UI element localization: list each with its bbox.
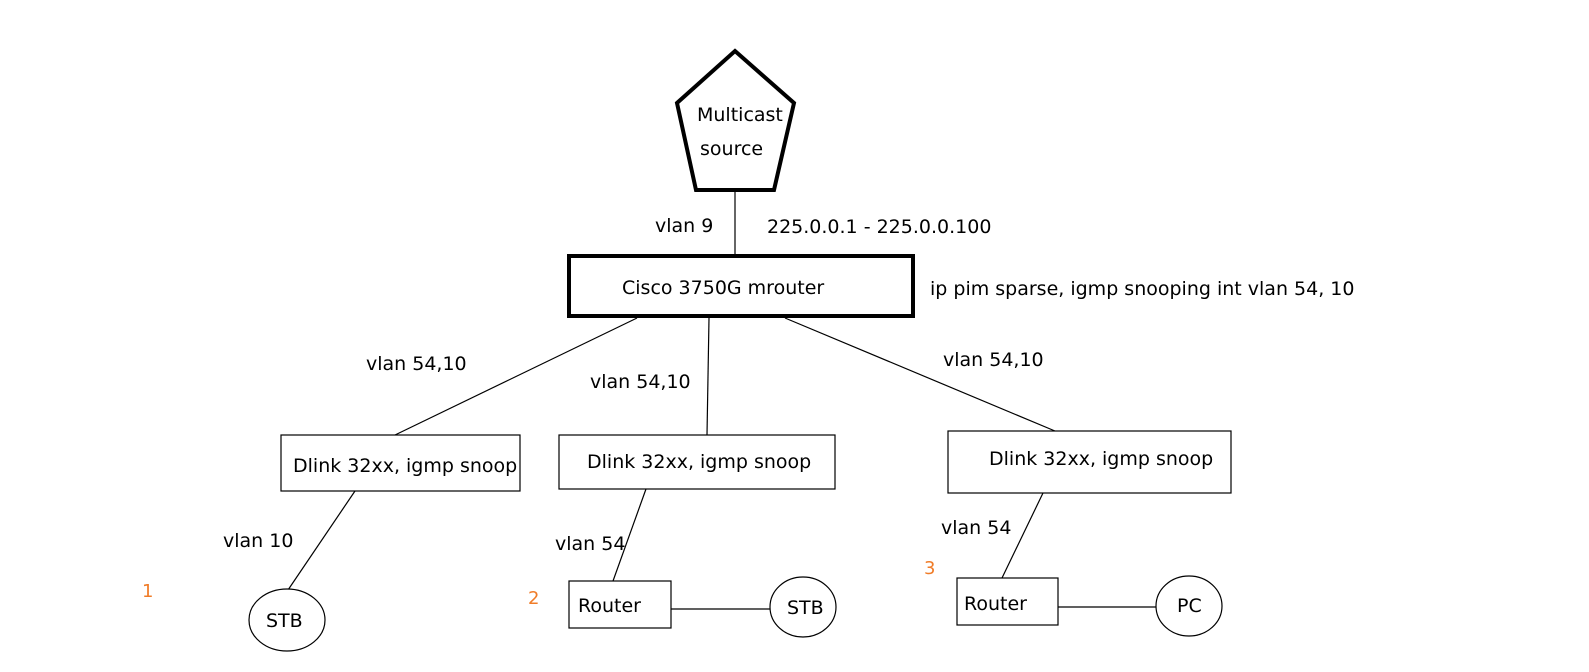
access-vlan-label-2: vlan 54	[555, 533, 625, 555]
switch-3-to-router-link	[1001, 492, 1044, 579]
branch-marker-1: 1	[142, 581, 153, 602]
pc-node-3	[1155, 575, 1223, 637]
source-label-line2: source	[700, 138, 763, 160]
core-to-switch-1-link	[394, 317, 638, 436]
stb-node-1	[248, 588, 326, 652]
core-router-label: Cisco 3750G mrouter	[622, 277, 824, 299]
stb-node-2-label: STB	[787, 597, 824, 619]
access-switch-2	[558, 434, 836, 490]
access-vlan-label-1: vlan 10	[223, 530, 293, 552]
access-switch-1	[280, 434, 521, 492]
router-node-3	[956, 577, 1059, 626]
access-vlan-label-3: vlan 54	[941, 517, 1011, 539]
multicast-group-range: 225.0.0.1 - 225.0.0.100	[767, 216, 991, 238]
core-config-note: ip pim sparse, igmp snooping int vlan 54…	[930, 278, 1354, 300]
trunk-vlan-label-1: vlan 54,10	[366, 353, 467, 375]
stb-node-1-label: STB	[266, 610, 303, 632]
uplink-vlan-label: vlan 9	[655, 215, 713, 237]
core-router-box	[567, 254, 915, 318]
trunk-vlan-label-2: vlan 54,10	[590, 371, 691, 393]
core-to-switch-3-link	[784, 317, 1056, 432]
switch-2-to-router-link	[612, 488, 647, 582]
branch-marker-2: 2	[528, 588, 539, 609]
trunk-vlan-label-3: vlan 54,10	[943, 349, 1044, 371]
router-node-2	[568, 580, 672, 629]
access-switch-2-label: Dlink 32xx, igmp snoop	[587, 451, 811, 473]
router-node-3-label: Router	[964, 593, 1027, 615]
branch-marker-3: 3	[924, 558, 935, 579]
switch-1-to-stb-link	[287, 490, 356, 591]
source-label-line1: Multicast	[697, 104, 783, 126]
access-switch-3	[947, 430, 1232, 494]
access-switch-3-label: Dlink 32xx, igmp snoop	[989, 448, 1213, 470]
router-node-2-label: Router	[578, 595, 641, 617]
stb-node-2	[769, 576, 837, 638]
core-to-switch-2-link	[706, 317, 710, 436]
multicast-source-node	[674, 48, 797, 192]
pc-node-3-label: PC	[1177, 595, 1202, 617]
access-switch-1-label: Dlink 32xx, igmp snoop	[293, 455, 517, 477]
